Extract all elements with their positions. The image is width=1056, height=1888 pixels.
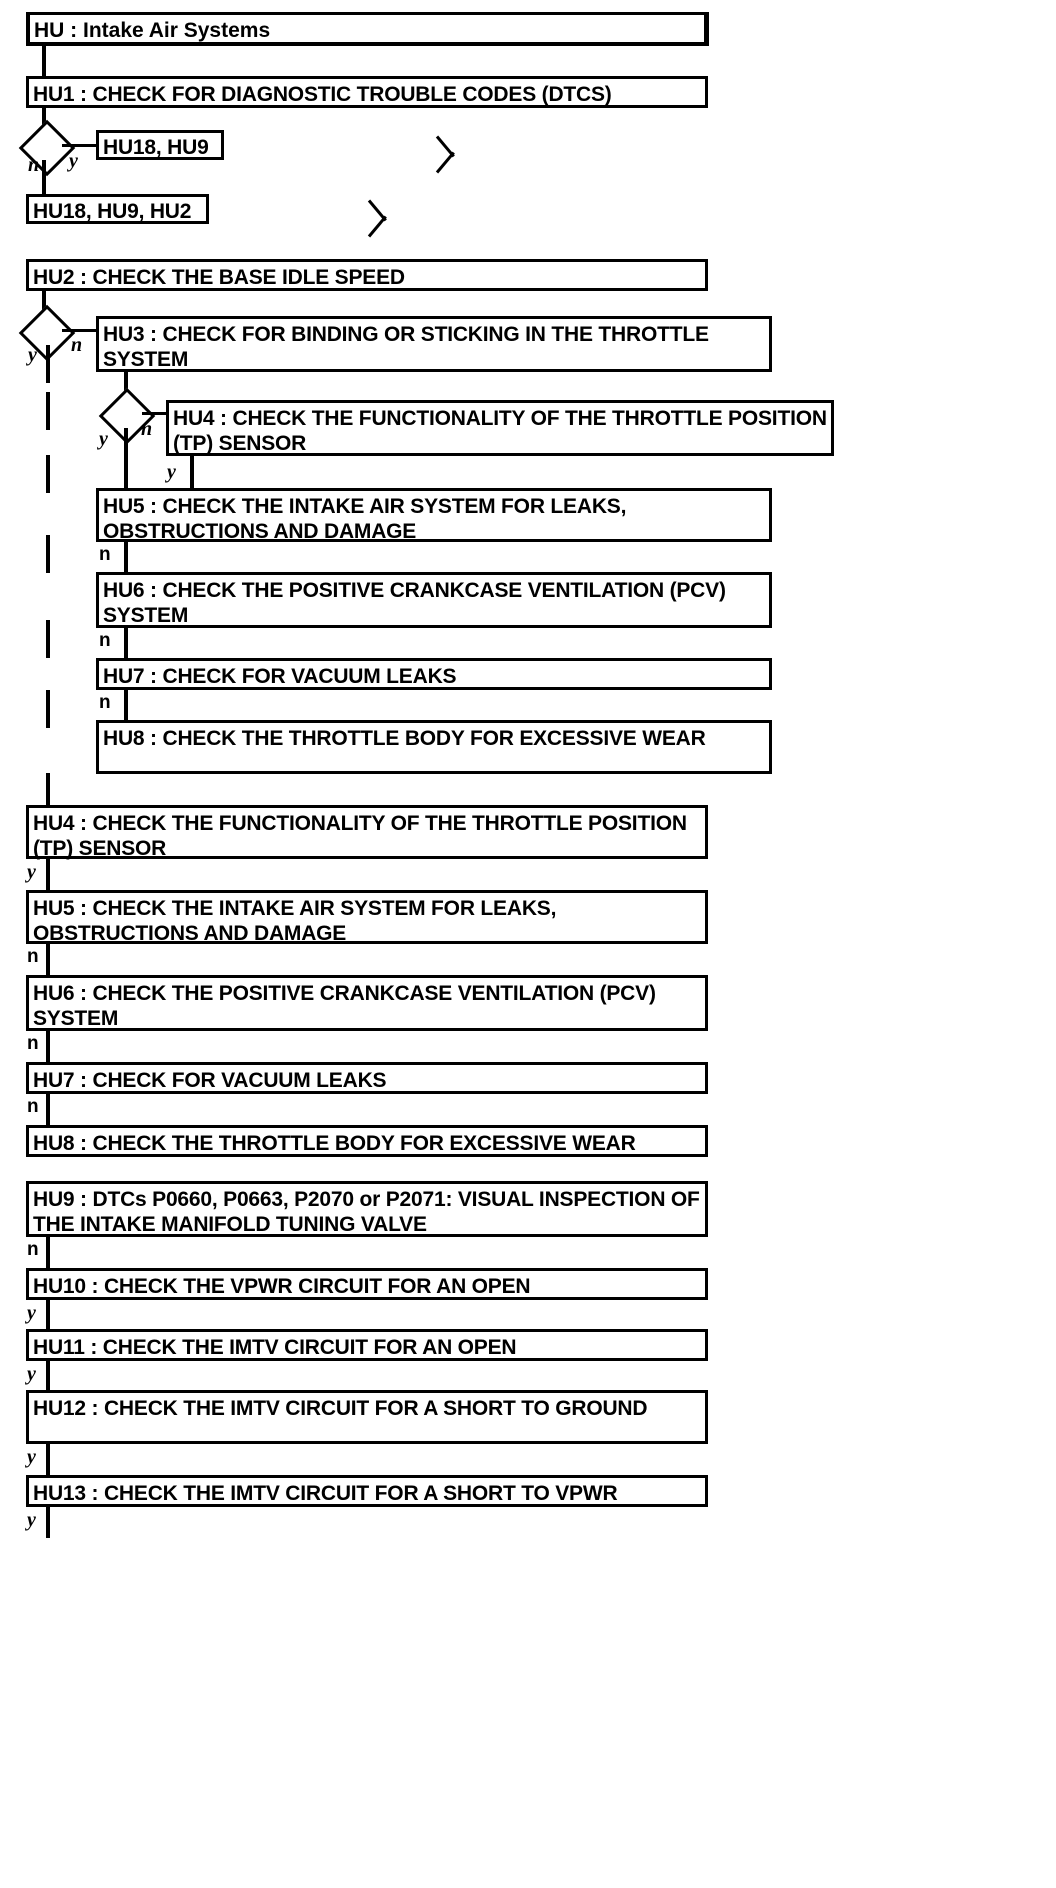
edge-label-hu9-no: n: [27, 1239, 39, 1260]
node-hu11[interactable]: HU11 : CHECK THE IMTV CIRCUIT FOR AN OPE…: [26, 1329, 708, 1361]
edge-spine-seg-2: [46, 392, 50, 430]
edge-spine-seg-1: [46, 345, 50, 383]
chevron-right-icon[interactable]: [367, 197, 391, 238]
edge-spine-seg-7: [46, 773, 50, 808]
edge-hu12-yes: [46, 1444, 50, 1475]
node-hu2[interactable]: HU2 : CHECK THE BASE IDLE SPEED: [26, 259, 708, 291]
edge-spine-seg-6: [46, 690, 50, 728]
edge-title-right-rule: [705, 12, 709, 46]
edge-hu9-no: [46, 1237, 50, 1268]
edge-label-hu6-no: n: [27, 1033, 39, 1054]
edge-hu3-no: [142, 412, 168, 415]
edge-label-hu3-yes: y: [99, 428, 108, 450]
edge-hu1-yes: [62, 144, 98, 147]
edge-label-hu5-no: n: [27, 946, 39, 967]
edge-label-hu3-no: n: [141, 418, 153, 440]
edge-hu2-no: [62, 329, 98, 332]
node-root-title[interactable]: HU : Intake Air Systems: [26, 12, 708, 46]
edge-label-hu4-yes: y: [27, 861, 36, 883]
edge-label-hu6-nested-no: n: [99, 630, 111, 651]
edge-label-hu12-yes: y: [27, 1446, 36, 1468]
edge-hu3-to-decision: [124, 372, 128, 402]
edge-label-hu4-nested-yes: y: [167, 461, 176, 483]
node-hu13[interactable]: HU13 : CHECK THE IMTV CIRCUIT FOR A SHOR…: [26, 1475, 708, 1507]
edge-label-hu7-nested-no: n: [99, 692, 111, 713]
node-hu5-nested[interactable]: HU5 : CHECK THE INTAKE AIR SYSTEM FOR LE…: [96, 488, 772, 543]
edge-hu10-yes: [46, 1300, 50, 1331]
edge-label-hu1-yes: y: [69, 150, 78, 172]
edge-spine-seg-3: [46, 455, 50, 493]
edge-label-hu11-yes: y: [27, 1363, 36, 1385]
edge-label-hu1-no: n: [28, 154, 40, 176]
edge-label-hu2-yes: y: [28, 344, 37, 366]
edge-label-hu10-yes: y: [27, 1302, 36, 1324]
node-hu4[interactable]: HU4 : CHECK THE FUNCTIONALITY OF THE THR…: [26, 805, 708, 860]
node-hu7[interactable]: HU7 : CHECK FOR VACUUM LEAKS: [26, 1062, 708, 1094]
edge-label-hu7-no: n: [27, 1096, 39, 1117]
node-hu9[interactable]: HU9 : DTCs P0660, P0663, P2070 or P2071:…: [26, 1181, 708, 1237]
node-ref-hu18-hu9[interactable]: HU18, HU9: [96, 130, 224, 160]
node-hu3[interactable]: HU3 : CHECK FOR BINDING OR STICKING IN T…: [96, 316, 772, 372]
edge-hu5-nested-no: [124, 542, 128, 572]
edge-hu3-yes-spine: [124, 428, 128, 488]
edge-spine-seg-4: [46, 535, 50, 573]
node-hu6-nested[interactable]: HU6 : CHECK THE POSITIVE CRANKCASE VENTI…: [96, 572, 772, 628]
node-hu8[interactable]: HU8 : CHECK THE THROTTLE BODY FOR EXCESS…: [26, 1125, 708, 1157]
node-root-title-label: HU : Intake Air Systems: [34, 19, 271, 42]
edge-hu5-no: [46, 944, 50, 975]
node-hu1[interactable]: HU1 : CHECK FOR DIAGNOSTIC TROUBLE CODES…: [26, 76, 708, 108]
edge-label-hu2-no: n: [71, 334, 83, 356]
edge-hu13-yes: [46, 1507, 50, 1538]
edge-hu1-no: [42, 160, 46, 195]
edge-root-to-hu1: [42, 46, 46, 76]
edge-hu6-no: [46, 1031, 50, 1062]
node-hu8-nested[interactable]: HU8 : CHECK THE THROTTLE BODY FOR EXCESS…: [96, 720, 772, 774]
edge-hu4-nested-yes: [190, 456, 194, 488]
edge-hu7-no: [46, 1094, 50, 1125]
edge-hu2-to-decision: [42, 291, 46, 319]
node-ref-hu18-hu9-hu2[interactable]: HU18, HU9, HU2: [26, 194, 209, 224]
edge-hu7-nested-no: [124, 690, 128, 720]
edge-label-hu5-nested-no: n: [99, 544, 111, 565]
node-hu12[interactable]: HU12 : CHECK THE IMTV CIRCUIT FOR A SHOR…: [26, 1390, 708, 1444]
edge-label-hu13-yes: y: [27, 1509, 36, 1531]
chevron-right-icon[interactable]: [435, 133, 459, 174]
edge-hu11-yes: [46, 1361, 50, 1392]
edge-spine-seg-5: [46, 620, 50, 658]
edge-hu4-yes: [46, 859, 50, 890]
node-hu5[interactable]: HU5 : CHECK THE INTAKE AIR SYSTEM FOR LE…: [26, 890, 708, 945]
node-hu6[interactable]: HU6 : CHECK THE POSITIVE CRANKCASE VENTI…: [26, 975, 708, 1031]
node-hu7-nested[interactable]: HU7 : CHECK FOR VACUUM LEAKS: [96, 658, 772, 690]
edge-hu6-nested-no: [124, 628, 128, 658]
node-hu4-nested[interactable]: HU4 : CHECK THE FUNCTIONALITY OF THE THR…: [166, 400, 834, 456]
node-hu10[interactable]: HU10 : CHECK THE VPWR CIRCUIT FOR AN OPE…: [26, 1268, 708, 1300]
